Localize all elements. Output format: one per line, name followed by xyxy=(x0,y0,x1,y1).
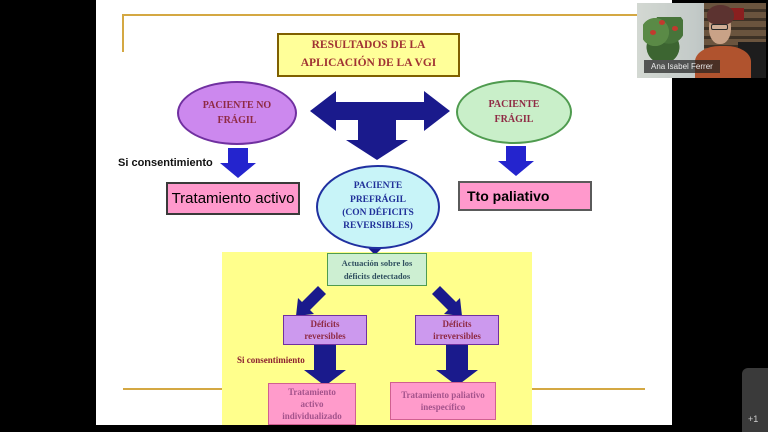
node-tratamiento-activo: Tratamiento activo xyxy=(166,182,300,215)
participants-overflow-tile[interactable]: +1 xyxy=(742,368,768,432)
participant-glasses xyxy=(711,24,728,30)
plant-flower xyxy=(658,19,665,25)
label-si-consentimiento-bottom: Si consentimiento xyxy=(237,355,305,365)
participant-hair xyxy=(706,5,734,25)
plant-flower xyxy=(671,25,678,31)
participant-name-label: Ana Isabel Ferrer xyxy=(644,60,720,73)
slide-frame-top-line xyxy=(122,14,638,16)
node-actuacion-deficits: Actuación sobre los déficits detectados xyxy=(327,253,427,286)
node-tto-paliativo: Tto paliativo xyxy=(458,181,592,211)
node-paciente-prefragil: PACIENTE PREFRÁGIL (CON DÉFICITS REVERSI… xyxy=(316,165,440,249)
node-tratamiento-activo-individualizado: Tratamiento activo individualizado xyxy=(268,383,356,425)
node-deficits-irreversibles: Déficits irreversibles xyxy=(415,315,499,345)
slide-frame-left-line xyxy=(122,14,124,52)
node-paciente-fragil: PACIENTE FRÁGIL xyxy=(456,80,572,144)
node-tratamiento-paliativo-inespecifico: Tratamiento paliativo inespecífico xyxy=(390,382,496,420)
participants-overflow-count: +1 xyxy=(748,414,759,424)
webcam-thumbnail[interactable]: Ana Isabel Ferrer xyxy=(637,3,766,78)
node-paciente-no-fragil: PACIENTE NO FRÁGIL xyxy=(177,81,297,145)
slide-title: RESULTADOS DE LA APLICACIÓN DE LA VGI xyxy=(277,33,460,77)
plant-flower xyxy=(649,30,656,35)
node-deficits-reversibles: Déficits reversibles xyxy=(283,315,367,345)
label-si-consentimiento-top: Si consentimiento xyxy=(118,157,213,169)
